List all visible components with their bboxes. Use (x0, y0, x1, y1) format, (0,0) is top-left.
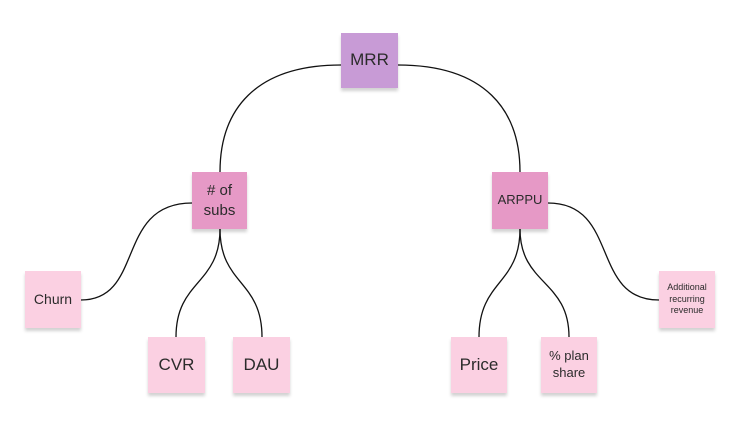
node-label: CVR (158, 354, 195, 374)
edge-subs-dau (219, 228, 263, 338)
node-label: ARPPU (497, 192, 543, 208)
sticky-note-cvr[interactable]: CVR (148, 337, 205, 393)
sticky-note-churn[interactable]: Churn (25, 271, 81, 328)
edge-arppu-price (478, 228, 521, 338)
sticky-note-arppu[interactable]: ARPPU (492, 172, 548, 229)
node-label: Churn (33, 291, 73, 308)
node-label: DAU (243, 354, 280, 374)
sticky-note-dau[interactable]: DAU (233, 337, 290, 393)
node-label: # of subs (203, 182, 236, 219)
node-label: % plan share (549, 348, 589, 380)
edge-mrr-subs (219, 64, 342, 173)
sticky-note-price[interactable]: Price (451, 337, 507, 393)
node-label: Price (459, 354, 499, 374)
edge-mrr-arppu (397, 64, 521, 173)
edge-subs-cvr (175, 228, 221, 338)
sticky-note-subs[interactable]: # of subs (192, 172, 247, 229)
edge-arppu-share (519, 228, 570, 338)
sticky-note-additional-revenue[interactable]: Additional recurring revenue (659, 271, 715, 328)
sticky-note-plan-share[interactable]: % plan share (541, 337, 597, 393)
node-label: Additional recurring revenue (667, 281, 707, 316)
edge-arppu-addl (547, 202, 660, 301)
edge-subs-churn (80, 202, 193, 301)
sticky-note-mrr[interactable]: MRR (341, 33, 398, 88)
node-label: MRR (350, 50, 389, 70)
